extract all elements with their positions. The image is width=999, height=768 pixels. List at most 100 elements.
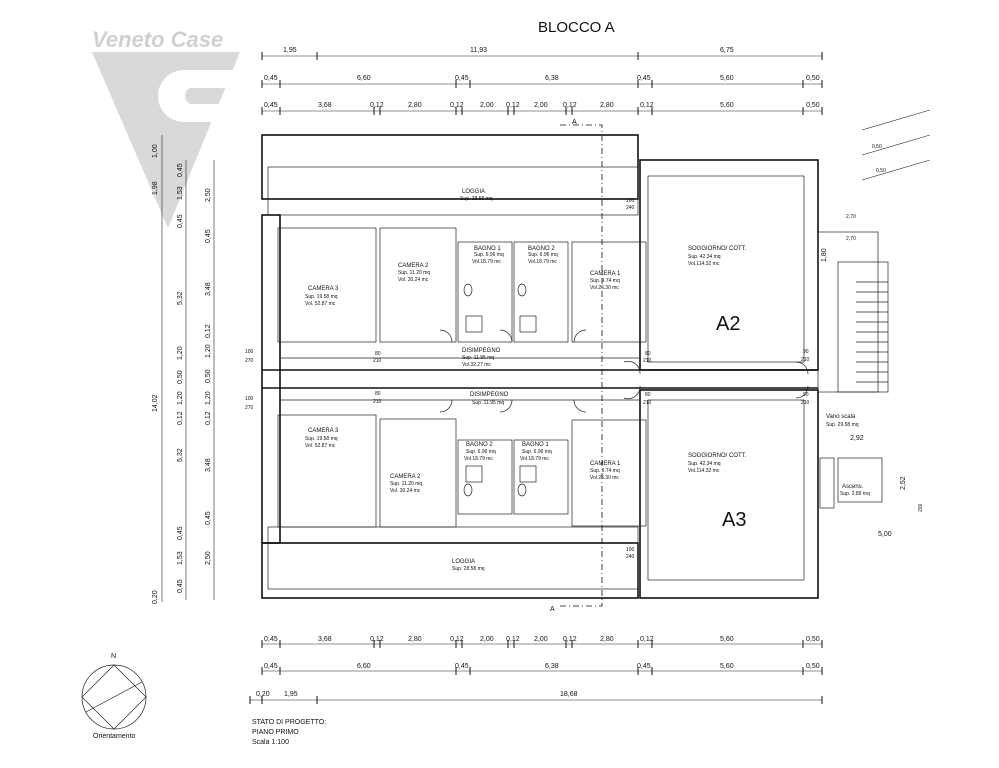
- room-area: Sup. 19.58 mq: [305, 294, 338, 300]
- dim-left-mid-c: 0,45: [177, 214, 184, 228]
- room-area: Sup. 42.34 mq: [688, 254, 721, 260]
- orientation-label: Orientamento: [93, 733, 136, 740]
- room-area: Sup. 6.96 mq: [528, 252, 558, 258]
- room-volume: Vol. 30.24 mc: [398, 277, 429, 283]
- dim-bot1-g: 0,12: [506, 636, 520, 643]
- dim-bot2-f: 5,60: [720, 663, 734, 670]
- dim-bot1-h: 2,00: [534, 636, 548, 643]
- dim-top2-d: 6,38: [545, 75, 559, 82]
- stair-flight-width: 1,80: [821, 248, 828, 262]
- dim-left-inner-d: 0,12: [205, 324, 212, 338]
- window-height: 270: [245, 358, 254, 364]
- room-volume: Vol.18.79 mc: [464, 456, 493, 462]
- stair-area: Sup. 29.58 mq: [826, 422, 859, 428]
- room-area: Sup. 6.96 mq: [466, 449, 496, 455]
- lift-height: 2,52: [900, 476, 907, 490]
- door-width: 90: [803, 392, 809, 398]
- unit-label-a2: A2: [716, 313, 740, 335]
- dim-bot2-b: 6,60: [357, 663, 371, 670]
- door-height: 210: [643, 400, 652, 406]
- dim-bot1-f: 2,00: [480, 636, 494, 643]
- room-area: Sup. 6.96 mq: [522, 449, 552, 455]
- top-dimensions: 1,95 11,93 6,75 0,45 6,60 0,45 6,38 0,45…: [261, 47, 823, 115]
- dim-top3-h: 2,00: [534, 102, 548, 109]
- dim-left-inner-k: 2,50: [205, 551, 212, 565]
- window-width: 100: [245, 349, 254, 355]
- room-name: CAMERA 2: [398, 263, 429, 269]
- dim-top1-a: 1,95: [283, 47, 297, 54]
- notes-line1: STATO DI PROGETTO:: [252, 719, 326, 726]
- dim-top2-g: 0,50: [806, 75, 820, 82]
- apartment-a2: LOGGIA Sup. 28.58 mq CAMERA 3 Sup. 19.58…: [305, 189, 747, 368]
- dim-top3-k: 0,12: [640, 102, 654, 109]
- room-name: SOGGIORNO/ COTT.: [688, 453, 747, 459]
- room-name: CAMERA 3: [308, 428, 339, 434]
- door-swings: [439, 329, 809, 413]
- dim-left-outer-c: 14,02: [152, 394, 159, 412]
- stair-label: Vano scala: [826, 414, 856, 420]
- room-area: Sup. 28.58 mq: [460, 196, 493, 202]
- window-width: 100: [626, 547, 635, 553]
- door-width: 80: [645, 392, 651, 398]
- dim-bot2-g: 0,50: [806, 663, 820, 670]
- unit-label-a3: A3: [722, 509, 746, 531]
- notes-line2: PIANO PRIMO: [252, 729, 299, 736]
- room-volume: Vol. 52.87 mc: [305, 301, 336, 307]
- room-area: Sup. 6.96 mq: [474, 252, 504, 258]
- room-volume: Vol.114.32 mc: [688, 261, 720, 267]
- bathroom-fixtures: [463, 283, 537, 497]
- dim-top3-i: 0,12: [563, 102, 577, 109]
- stair-length: 5,00: [878, 531, 892, 538]
- dim-top3-b: 3,68: [318, 102, 332, 109]
- door-height: 210: [373, 399, 382, 405]
- door-height: 210: [373, 358, 382, 364]
- room-volume: Vol.26.30 mc: [590, 475, 619, 481]
- dim-top3-c: 0,12: [370, 102, 384, 109]
- dim-left-inner-h: 0,12: [205, 411, 212, 425]
- lift-opening: 200: [918, 503, 924, 512]
- dim-left-mid-d: 5,32: [177, 291, 184, 305]
- dim-bot2-c: 0,45: [455, 663, 469, 670]
- dim-left-inner-i: 3,48: [205, 458, 212, 472]
- dim-bot3-b: 1,95: [284, 691, 298, 698]
- dim-left-inner-c: 3,48: [205, 282, 212, 296]
- room-volume: Vol.32.27 mc: [462, 362, 491, 368]
- window-height: 240: [626, 554, 635, 560]
- door-height: 210: [643, 358, 652, 364]
- room-name: LOGGIA: [462, 189, 485, 195]
- room-volume: Vol. 52.87 mc: [305, 443, 336, 449]
- dim-top1-b: 11,93: [470, 47, 487, 54]
- dim-left-mid-e: 1,20: [177, 346, 184, 360]
- window-width: 100: [626, 198, 635, 204]
- stair-opening-a: 2,70: [846, 214, 856, 220]
- room-name: BAGNO 2: [528, 246, 555, 252]
- dim-left-inner-j: 0,45: [205, 511, 212, 525]
- door-width: 80: [375, 351, 381, 357]
- dim-top3-l: 5,60: [720, 102, 734, 109]
- door-width: 80: [645, 351, 651, 357]
- door-height: 210: [801, 357, 810, 363]
- dim-top3-f: 2,00: [480, 102, 494, 109]
- room-volume: Vol.26.30 mc: [590, 285, 619, 291]
- dim-left-inner-g: 1,20: [205, 391, 212, 405]
- drawing-title: BLOCCO A: [538, 19, 615, 36]
- lift-area: Sup. 2.89 mq: [840, 491, 870, 497]
- dim-top3-a: 0,45: [264, 102, 278, 109]
- dim-left-inner-f: 0,50: [205, 369, 212, 383]
- room-area: Sup. 11.95 mq: [462, 355, 494, 361]
- room-name: CAMERA 2: [390, 474, 421, 480]
- lift-label: Ascens.: [842, 484, 864, 490]
- north-label: N: [111, 653, 116, 660]
- dim-top2-c: 0,45: [455, 75, 469, 82]
- logo-text: Veneto Case: [92, 27, 223, 52]
- section-mark-bottom: A: [550, 606, 555, 613]
- room-name: BAGNO 1: [522, 442, 549, 448]
- dim-bot1-i: 0,12: [563, 636, 577, 643]
- dim-left-inner-a: 2,50: [205, 188, 212, 202]
- apartment-a3: DISIMPEGNO Sup. 11.95 mq CAMERA 3 Sup. 1…: [305, 392, 747, 572]
- dim-top2-b: 6,60: [357, 75, 371, 82]
- drawing-notes: STATO DI PROGETTO: PIANO PRIMO Scala 1:1…: [252, 719, 326, 746]
- dim-left-outer-d: 0,20: [152, 590, 159, 604]
- room-volume: Vol.18.79 mc: [520, 456, 549, 462]
